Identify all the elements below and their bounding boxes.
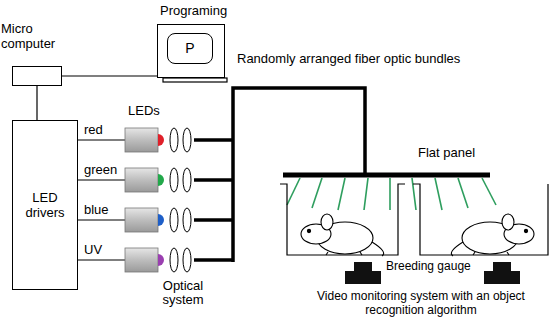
mouse [301,214,384,256]
mouse [451,214,534,256]
flat-panel [283,173,490,178]
led-symbols [125,128,164,272]
part-label: Randomly arranged fiber optic bundles [237,52,460,66]
monitor-base [163,78,227,82]
part-label: Breeding gauge [386,259,471,273]
monitor: ProgramingP [157,24,225,78]
breeding-cages [280,184,548,255]
caption-note: Video monitoring system with an object r… [296,289,546,317]
node-text: LED drivers [19,190,71,220]
part-label: Flat panel [418,146,475,160]
light-rays [287,178,496,210]
node-heading: Programing [160,3,250,18]
wire-label: blue [84,203,109,217]
node-text: P [185,41,194,56]
wire-label: UV [84,243,102,257]
monitor-screen: P [167,33,213,64]
lens-pairs [170,128,191,272]
connector-line [62,76,157,77]
wire-label: red [84,123,103,137]
driver-box: LED drivers [12,120,78,290]
part-label: Optical system [150,279,216,307]
connector-line [37,86,38,120]
node-heading: Micro computer [1,21,65,51]
wire-label: green [84,163,117,177]
part-label: LEDs [128,104,160,118]
computer-box: Micro computer [12,66,62,86]
driver-wires [78,140,125,260]
